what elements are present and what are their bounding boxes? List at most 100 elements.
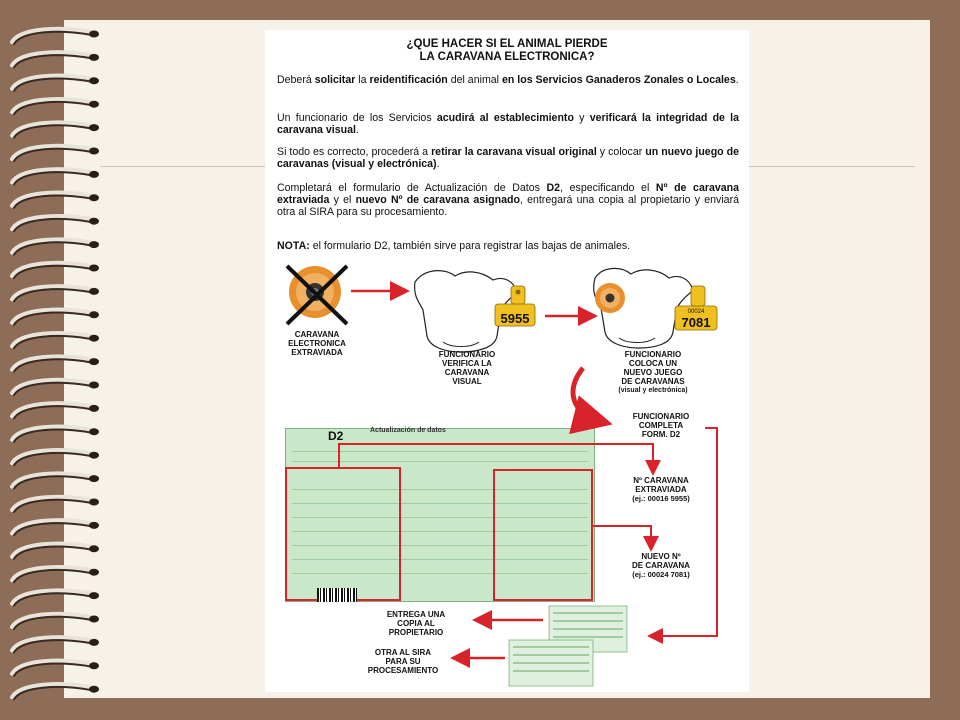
spiral-ring (12, 497, 92, 510)
spiral-ring (12, 76, 92, 89)
spiral-hole (89, 358, 99, 365)
spiral-binding-icon (0, 0, 110, 720)
spiral-hole (89, 405, 99, 412)
label-line: EXTRAVIADA (275, 348, 359, 357)
label-line: (ej.: 00024 7081) (613, 570, 709, 579)
label-line: NUEVO JUEGO (603, 368, 703, 377)
spiral-ring (12, 263, 92, 276)
label-line: PROPIETARIO (371, 628, 461, 637)
spiral-hole (89, 428, 99, 435)
spiral-ring (12, 356, 92, 369)
spiral-ring (12, 614, 92, 627)
spiral-ring (12, 216, 92, 229)
spiral-hole (89, 265, 99, 272)
spiral-ring (12, 52, 92, 65)
document-sheet: ¿QUE HACER SI EL ANIMAL PIERDE LA CARAVA… (265, 30, 749, 692)
spiral-hole (89, 616, 99, 623)
label-line: VERIFICA LA (425, 359, 509, 368)
arrow-icon (651, 428, 717, 636)
label-line: FUNCIONARIO (425, 350, 509, 359)
tag-number-old: 5955 (501, 311, 530, 326)
label-line: OTRA AL SIRA (355, 648, 451, 657)
spiral-hole (89, 101, 99, 108)
label-line: COPIA AL (371, 619, 461, 628)
spiral-ring (12, 239, 92, 252)
spiral-ring (12, 333, 92, 346)
spiral-ring (12, 122, 92, 135)
label-completa: FUNCIONARIO COMPLETA FORM. D2 (617, 412, 705, 439)
label-line: DE CARAVANAS (603, 377, 703, 386)
label-line: CARAVANA (425, 368, 509, 377)
spiral-ring (12, 520, 92, 533)
label-line: ELECTRONICA (275, 339, 359, 348)
label-line: PROCESAMIENTO (355, 666, 451, 675)
label-line: PARA SU (355, 657, 451, 666)
label-line: DE CARAVANA (613, 561, 709, 570)
spiral-ring (12, 310, 92, 323)
tag-number-new: 7081 (682, 315, 711, 330)
spiral-hole (89, 311, 99, 318)
arrow-icon (339, 444, 653, 472)
spiral-hole (89, 148, 99, 155)
spiral-hole (89, 592, 99, 599)
arrow-icon (573, 368, 603, 422)
spiral-ring (12, 380, 92, 393)
form-copy-icon (509, 640, 593, 686)
spiral-ring (12, 684, 92, 697)
label-nuevo-nro: NUEVO Nº DE CARAVANA (ej.: 00024 7081) (613, 552, 709, 579)
spiral-hole (89, 335, 99, 342)
spiral-ring (12, 193, 92, 206)
label-caravana-extraviada: CARAVANA ELECTRONICA EXTRAVIADA (275, 330, 359, 357)
spiral-ring (12, 661, 92, 674)
spiral-ring (12, 637, 92, 650)
label-coloca: FUNCIONARIO COLOCA UN NUEVO JUEGO DE CAR… (603, 350, 703, 395)
label-line: FUNCIONARIO (617, 412, 705, 421)
spiral-ring (12, 146, 92, 159)
label-verifica: FUNCIONARIO VERIFICA LA CARAVANA VISUAL (425, 350, 509, 386)
spiral-hole (89, 522, 99, 529)
spiral-ring (12, 450, 92, 463)
label-line: CARAVANA (275, 330, 359, 339)
spiral-ring (12, 169, 92, 182)
spiral-ring (12, 473, 92, 486)
spiral-ring (12, 403, 92, 416)
label-line: FUNCIONARIO (603, 350, 703, 359)
spiral-hole (89, 54, 99, 61)
label-line: VISUAL (425, 377, 509, 386)
spiral-hole (89, 545, 99, 552)
spiral-ring (12, 590, 92, 603)
spiral-hole (89, 499, 99, 506)
spiral-ring (12, 29, 92, 42)
label-sira: OTRA AL SIRA PARA SU PROCESAMIENTO (355, 648, 451, 675)
label-nro-extraviada: Nº CARAVANA EXTRAVIADA (ej.: 00016 5955) (613, 476, 709, 503)
spiral-ring (12, 427, 92, 440)
label-line: FORM. D2 (617, 430, 705, 439)
spiral-ring (12, 544, 92, 557)
spiral-hole (89, 686, 99, 693)
spiral-hole (89, 569, 99, 576)
electronic-tag-icon (595, 283, 625, 313)
spiral-hole (89, 194, 99, 201)
spiral-hole (89, 241, 99, 248)
spiral-ring (12, 567, 92, 580)
spiral-hole (89, 452, 99, 459)
spiral-hole (89, 218, 99, 225)
spiral-hole (89, 288, 99, 295)
spiral-hole (89, 662, 99, 669)
spiral-hole (89, 31, 99, 38)
spiral-hole (89, 124, 99, 131)
label-line: EXTRAVIADA (613, 485, 709, 494)
spiral-ring (12, 99, 92, 112)
spiral-hole (89, 639, 99, 646)
label-line: (visual y electrónica) (603, 386, 703, 395)
label-line: (ej.: 00016 5955) (613, 494, 709, 503)
arrow-icon (591, 526, 651, 548)
spiral-hole (89, 475, 99, 482)
spiral-hole (89, 77, 99, 84)
label-line: COLOCA UN (603, 359, 703, 368)
spiral-ring (12, 286, 92, 299)
spiral-hole (89, 382, 99, 389)
label-entrega: ENTREGA UNA COPIA AL PROPIETARIO (371, 610, 461, 637)
label-line: COMPLETA (617, 421, 705, 430)
label-line: ENTREGA UNA (371, 610, 461, 619)
